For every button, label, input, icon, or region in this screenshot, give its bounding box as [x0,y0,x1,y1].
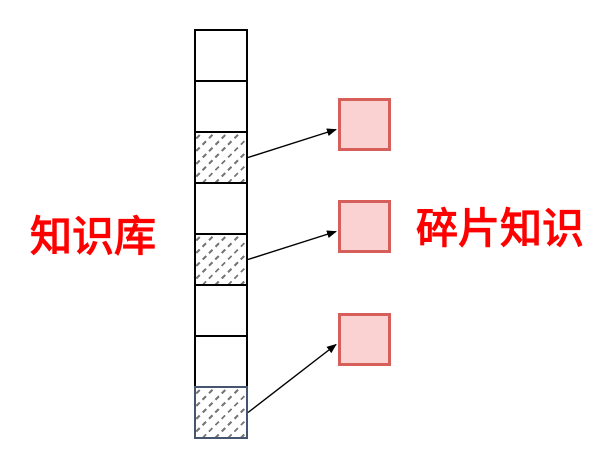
knowledge-base-label: 知识库 [30,212,157,261]
fragment-knowledge-label: 碎片知识 [416,204,585,253]
fragment-square-1 [338,98,391,151]
arrow-cell3-to-fragment1 [247,128,337,159]
stack-cell-2 [194,80,248,133]
stack-cell-5-hatched [194,233,248,286]
stack-cell-1 [194,29,248,82]
stack-cell-7 [194,335,248,388]
fragment-square-2 [338,200,391,253]
arrow-cell5-to-fragment2 [247,230,337,261]
stack-cell-8-hatched [194,386,248,439]
arrow-cell8-to-fragment3 [247,343,337,414]
stack-cell-4 [194,182,248,235]
knowledge-base-stack [194,29,248,439]
stack-cell-6 [194,284,248,337]
stack-cell-3-hatched [194,131,248,184]
fragment-square-3 [338,313,391,366]
